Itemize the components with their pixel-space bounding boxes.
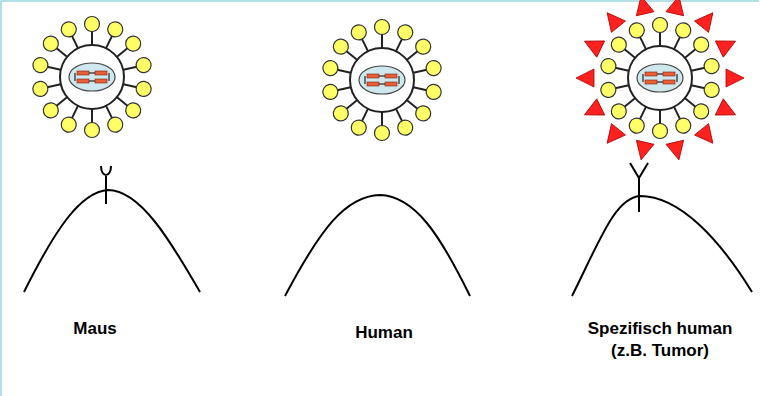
species-label: Maus xyxy=(20,318,170,340)
mouse-receptor xyxy=(101,166,111,204)
species-label: Spezifisch human (z.B. Tumor) xyxy=(575,318,745,362)
species-label: Human xyxy=(309,322,459,344)
virus-particle xyxy=(31,17,152,138)
cell-membrane xyxy=(24,190,200,292)
cell-membrane xyxy=(285,195,470,296)
cell-membrane xyxy=(572,196,752,296)
virus-particle xyxy=(599,18,720,139)
tumor-receptor xyxy=(630,163,648,212)
tumor-ligands xyxy=(576,0,744,162)
virus-particle xyxy=(321,20,442,141)
